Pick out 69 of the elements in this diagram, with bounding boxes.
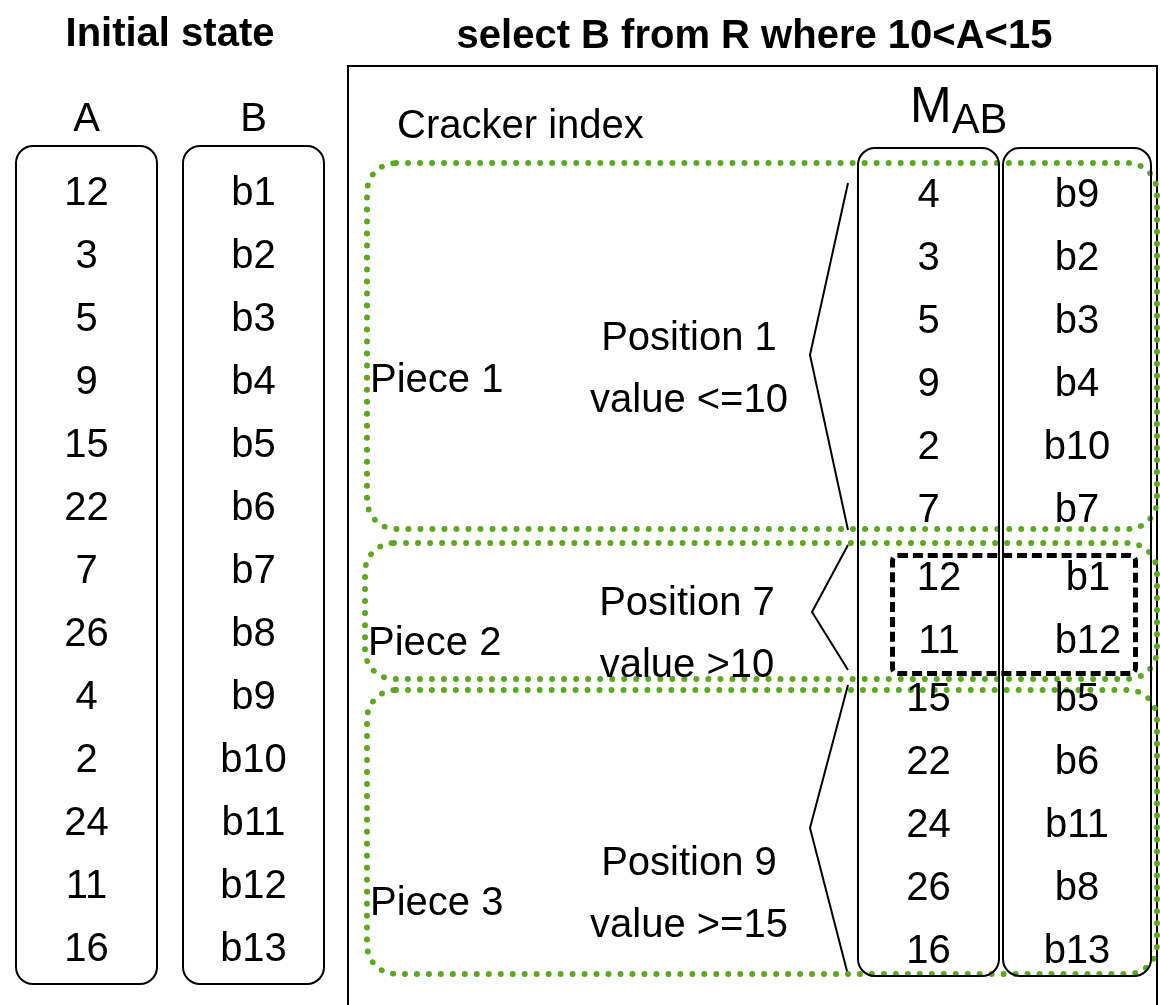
value-text: b1 [231,169,276,213]
query-heading: select B from R where 10<A<15 [455,12,1054,57]
value-text: b6 [1054,738,1100,782]
value-text: 26 [64,610,109,654]
piece-box [362,540,1160,682]
value-text: b7 [231,547,276,591]
value-text: b12 [220,862,287,906]
value-text: b3 [231,295,276,339]
value-text: b9 [231,673,276,717]
value-text: b9 [1054,171,1100,215]
value-text: 16 [64,925,109,969]
value-text: b10 [220,736,287,780]
column-header: A [72,95,101,140]
piece-label: Piece 1 [370,355,504,402]
column-box [1002,147,1152,977]
value-text: b4 [231,358,276,402]
value-text: 11 [917,616,961,663]
value-text: 7 [75,547,98,591]
value-text: 9 [917,360,940,404]
value-text: b11 [221,799,286,843]
value-text: b4 [1054,360,1100,404]
value-text: b8 [1054,864,1100,908]
selection-box [890,553,1138,676]
value-text: b7 [1054,486,1100,530]
value-text: b13 [220,925,287,969]
value-text: b2 [231,232,276,276]
value-text: 15 [64,421,109,465]
value-text: 24 [64,799,109,843]
value-text: 11 [65,862,108,906]
value-text: 22 [64,484,109,528]
value-text: b8 [231,610,276,654]
value-text: 3 [917,234,940,278]
value-text: b12 [1053,616,1123,663]
value-text: b3 [1054,297,1100,341]
value-text: 2 [917,423,940,467]
value-text: 5 [917,297,940,341]
value-text: 2 [75,736,98,780]
value-text: b5 [231,421,276,465]
value-text: b2 [1054,234,1100,278]
matrix-label: M$_{AB}$ [910,80,1008,144]
value-text: b6 [231,484,276,528]
value-text: 4 [75,673,98,717]
position-label: Position 9 value >=15 [589,838,789,947]
position-label: Position 1 value <=10 [589,313,789,422]
value-text: 15 [906,675,951,719]
value-text: 7 [917,486,940,530]
value-text: 9 [75,358,98,402]
value-text: b5 [1054,675,1100,719]
value-text: b1 [1064,553,1112,600]
piece-label: Piece 2 [368,618,502,665]
position-label: Position 7 value >10 [598,578,776,687]
section-heading: Initial state [64,10,276,55]
value-text: 12 [64,169,109,213]
column-header: B [239,95,268,140]
index-heading: Cracker index [397,102,644,147]
piece-label: Piece 3 [370,878,504,925]
piece-box [364,160,1160,532]
column-box [857,147,1000,977]
value-text: 16 [906,927,951,971]
value-text: b13 [1043,927,1111,971]
value-text: b10 [1043,423,1111,467]
value-text: 4 [917,171,940,215]
value-text: 5 [75,295,98,339]
value-text: b11 [1045,801,1109,845]
value-text: 26 [906,864,951,908]
value-text: 3 [75,232,98,276]
value-text: 22 [906,738,951,782]
value-text: 24 [906,801,951,845]
value-text: 12 [915,553,963,600]
